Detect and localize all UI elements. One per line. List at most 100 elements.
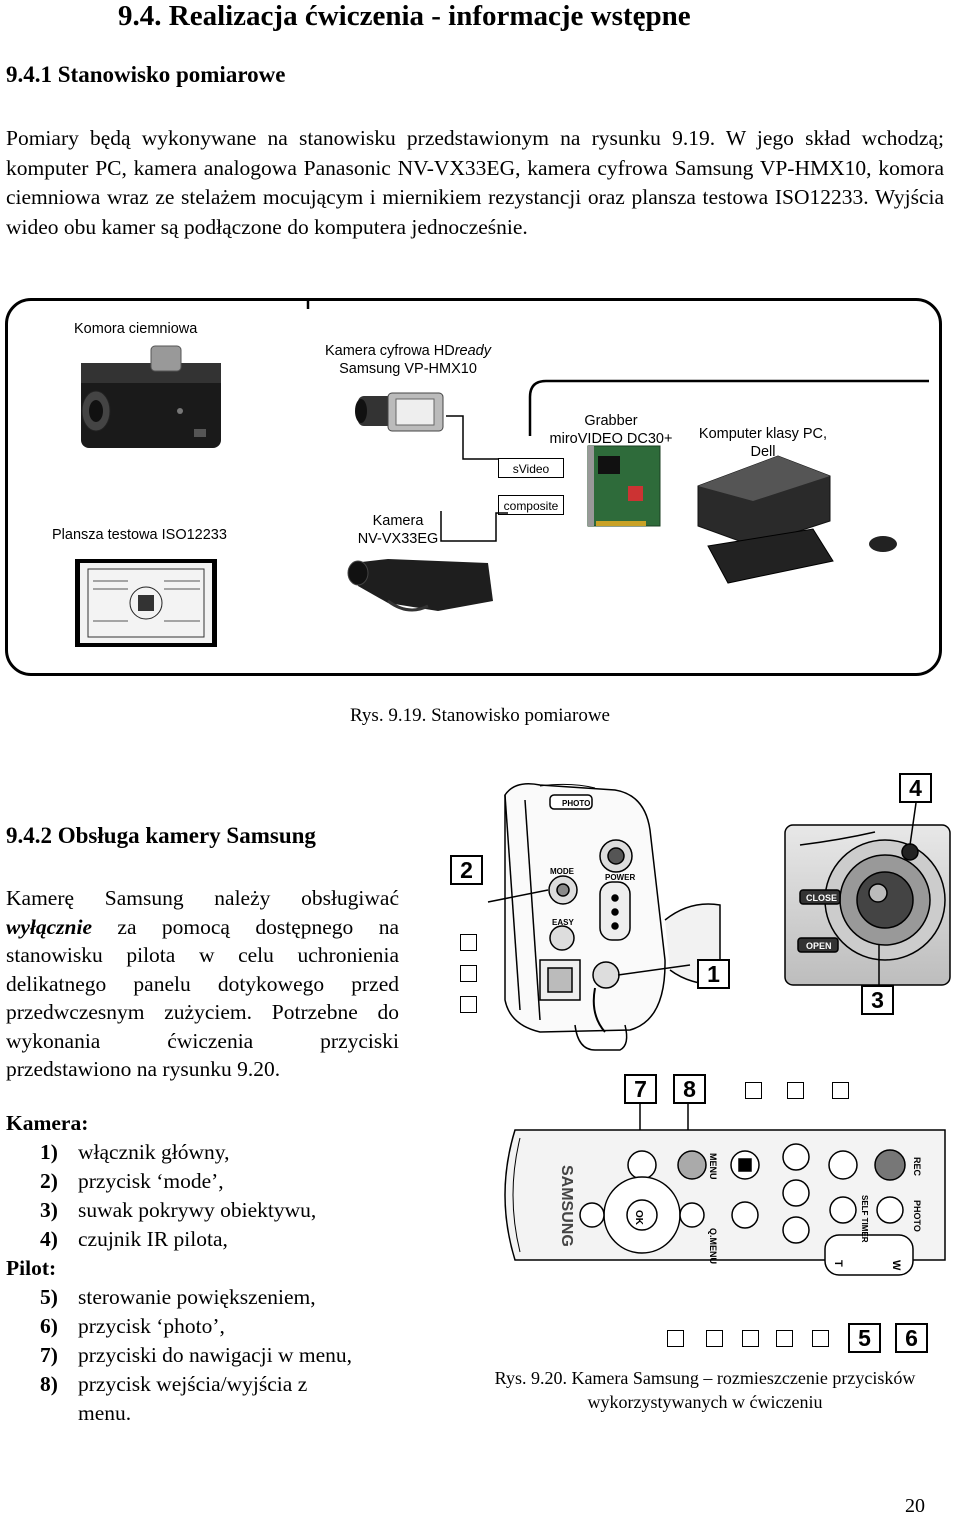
camera-label-close: CLOSE <box>806 893 837 903</box>
callout-square <box>706 1330 723 1347</box>
remote-list-heading: Pilot: <box>6 1256 57 1280</box>
label-komputer-line2: Dell <box>750 444 776 460</box>
callout-square <box>776 1330 793 1347</box>
intro-paragraph: Pomiary będą wykonywane na stanowisku pr… <box>6 126 944 239</box>
callout-square <box>745 1082 762 1099</box>
remote-label-menu: MENU <box>708 1153 718 1180</box>
figure-caption-9-20: Rys. 9.20. Kamera Samsung – rozmieszczen… <box>455 1366 955 1414</box>
remote-label-rec: REC <box>912 1157 922 1177</box>
list-item-text: przycisk ‘mode’, <box>78 1169 224 1193</box>
label-kamera-cyfrowa: Kamera cyfrowa HDready Samsung VP-HMX10 <box>308 342 508 378</box>
list-item: 7) przyciski do nawigacji w menu, <box>40 1343 352 1368</box>
remote-label-t: T <box>832 1260 844 1267</box>
kamera-cyfrowa-image <box>355 392 444 432</box>
list-item: 4) czujnik IR pilota, <box>40 1227 228 1252</box>
label-grabber: Grabber miroVIDEO DC30+ <box>538 412 684 448</box>
obsluga-paragraph-end: za pomocą dostępnego na stanowisku pilot… <box>6 914 399 1082</box>
list-item-text: suwak pokrywy obiektywu, <box>78 1198 317 1222</box>
label-kamera-cyfrowa-italic: ready <box>454 343 491 359</box>
label-kamera-analogowa-line2: NV-VX33EG <box>357 531 439 547</box>
list-item: 1) włącznik główny, <box>40 1140 229 1165</box>
remote-label-qmenu: Q.MENU <box>708 1228 718 1264</box>
list-item-number: 1) <box>40 1140 58 1164</box>
remote-control <box>504 1129 946 1276</box>
callout-square <box>787 1082 804 1099</box>
callout-square <box>460 934 477 951</box>
list-item: 3) suwak pokrywy obiektywu, <box>40 1198 316 1223</box>
list-item-text: przycisk ‘photo’, <box>78 1314 225 1338</box>
camera-label-open: OPEN <box>806 941 832 951</box>
page-heading: 9.4. Realizacja ćwiczenia - informacje w… <box>118 0 691 32</box>
label-kamera-cyfrowa-line1: Kamera cyfrowa HD <box>324 343 455 359</box>
grabber-card-image <box>587 445 661 527</box>
figure-samsung-camera-remote: PHOTO POWER MODE EASY CLOSE OPEN <box>487 783 951 1276</box>
callout-number-3: 3 <box>861 985 894 1015</box>
list-item: 6) przycisk ‘photo’, <box>40 1314 225 1339</box>
list-item-number: 5) <box>40 1285 58 1309</box>
figure-caption-9-20-line1: Rys. 9.20. Kamera Samsung – rozmieszczen… <box>494 1368 916 1388</box>
label-composite: composite <box>498 495 564 515</box>
list-item-number: 6) <box>40 1314 58 1338</box>
list-item-text: włącznik główny, <box>78 1140 230 1164</box>
label-komputer: Komputer klasy PC, Dell <box>688 425 838 461</box>
camera-label-easy: EASY <box>552 918 574 927</box>
callout-number-7: 7 <box>624 1074 657 1104</box>
remote-brand-samsung: SAMSUNG <box>558 1165 575 1247</box>
obsluga-paragraph-emphasis: wyłącznie <box>6 914 92 939</box>
label-svideo: sVideo <box>498 458 564 478</box>
remote-label-self-timer: SELF TIMER <box>860 1195 869 1243</box>
list-item-text: przycisk wejścia/wyjścia z <box>78 1372 308 1396</box>
callout-square <box>742 1330 759 1347</box>
section-title-stanowisko: 9.4.1 Stanowisko pomiarowe <box>6 62 286 87</box>
figure-stanowisko: Komora ciemniowa Kamera cyfrowa HDready … <box>5 298 942 676</box>
callout-square <box>667 1330 684 1347</box>
obsluga-paragraph: Kamerę Samsung należy obsługiwać wyłączn… <box>6 884 399 1084</box>
label-komputer-line1: Komputer klasy PC, <box>698 426 828 442</box>
list-item-number: 3) <box>40 1198 58 1222</box>
list-item-number: 8) <box>40 1372 58 1396</box>
komora-ciemniowa-image <box>81 345 221 448</box>
list-item-continuation: menu. <box>78 1401 132 1425</box>
figure-stanowisko-drawing <box>75 301 929 647</box>
callout-number-5: 5 <box>848 1323 881 1353</box>
callout-number-8: 8 <box>673 1074 706 1104</box>
camera-list-heading: Kamera: <box>6 1111 89 1135</box>
label-grabber-line2: miroVIDEO DC30+ <box>549 431 673 447</box>
remote-label-ok: OK <box>633 1210 644 1226</box>
callout-square <box>832 1082 849 1099</box>
list-item-text: czujnik IR pilota, <box>78 1227 228 1251</box>
list-item-number: 2) <box>40 1169 58 1193</box>
camera-lens-view <box>784 824 951 986</box>
list-item-text: przyciski do nawigacji w menu, <box>78 1343 353 1367</box>
list-item-text: sterowanie powiększeniem, <box>78 1285 316 1309</box>
kamera-analogowa-image <box>347 559 493 612</box>
callout-square <box>460 965 477 982</box>
callout-number-1: 1 <box>697 959 730 989</box>
section-title-obsluga: 9.4.2 Obsługa kamery Samsung <box>6 823 316 848</box>
callout-square <box>460 996 477 1013</box>
list-item-number: 7) <box>40 1343 58 1367</box>
figure-caption-9-19: Rys. 9.19. Stanowisko pomiarowe <box>350 705 610 726</box>
list-item: 8) przycisk wejścia/wyjścia z <box>40 1372 307 1397</box>
list-item: 5) sterowanie powiększeniem, <box>40 1285 316 1310</box>
camera-side-view <box>504 783 721 1051</box>
label-grabber-line1: Grabber <box>584 413 638 429</box>
camera-label-photo: PHOTO <box>562 799 590 808</box>
label-komora: Komora ciemniowa <box>74 321 198 337</box>
label-kamera-cyfrowa-line2: Samsung VP-HMX10 <box>339 361 477 377</box>
komputer-pc-image <box>697 455 897 584</box>
label-plansza: Plansza testowa ISO12233 <box>52 527 227 543</box>
remote-label-photo: PHOTO <box>912 1200 922 1232</box>
list-item: 2) przycisk ‘mode’, <box>40 1169 224 1194</box>
callout-number-4: 4 <box>899 773 932 803</box>
remote-label-w: W <box>890 1260 902 1271</box>
callout-number-2: 2 <box>450 855 483 885</box>
figure-caption-9-20-line2: wykorzystywanych w ćwiczeniu <box>587 1392 823 1412</box>
list-item-number: 4) <box>40 1227 58 1251</box>
obsluga-paragraph-start: Kamerę Samsung należy obsługiwać <box>6 886 399 910</box>
plansza-testowa-image <box>75 559 217 647</box>
page-number: 20 <box>905 1495 925 1517</box>
camera-label-mode: MODE <box>550 867 575 876</box>
callout-square <box>812 1330 829 1347</box>
label-kamera-analogowa: Kamera NV-VX33EG <box>338 512 458 548</box>
